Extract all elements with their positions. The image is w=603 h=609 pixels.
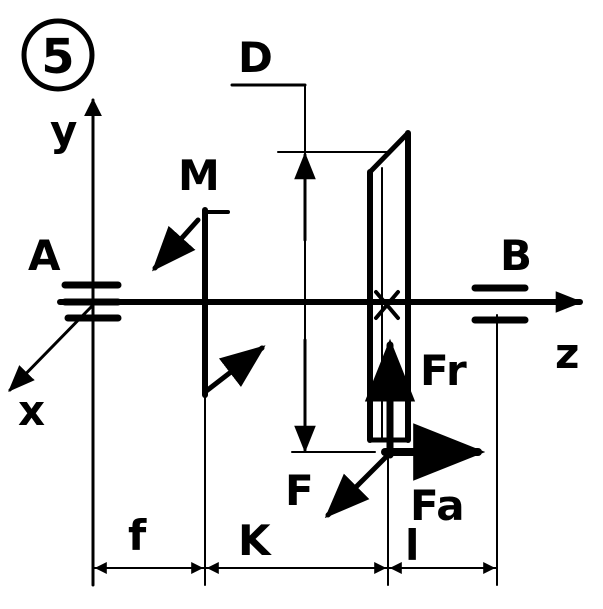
bearing-b xyxy=(471,284,529,324)
bearing-a-label: A xyxy=(28,231,61,280)
force-fr-label: Fr xyxy=(420,346,467,395)
y-axis-label: y xyxy=(50,106,77,155)
force-f xyxy=(324,452,391,519)
dim-k-label: K xyxy=(238,516,272,565)
diameter-d-dimension xyxy=(230,83,391,453)
force-fa-label: Fa xyxy=(410,481,465,530)
moment-m xyxy=(151,207,266,398)
x-axis-label: x xyxy=(18,386,45,435)
bottom-dimensions xyxy=(92,314,498,586)
bearing-b-label: B xyxy=(500,231,532,280)
figure-number-circle xyxy=(21,18,95,92)
moment-label: M xyxy=(178,151,220,200)
dim-l-label: l xyxy=(405,521,419,570)
diameter-label: D xyxy=(238,33,273,82)
dim-f-label: f xyxy=(128,511,147,560)
z-axis-label: z xyxy=(555,329,579,378)
figure-number: 5 xyxy=(41,29,74,85)
force-f-label: F xyxy=(285,466,314,515)
bearing-a xyxy=(61,281,122,322)
